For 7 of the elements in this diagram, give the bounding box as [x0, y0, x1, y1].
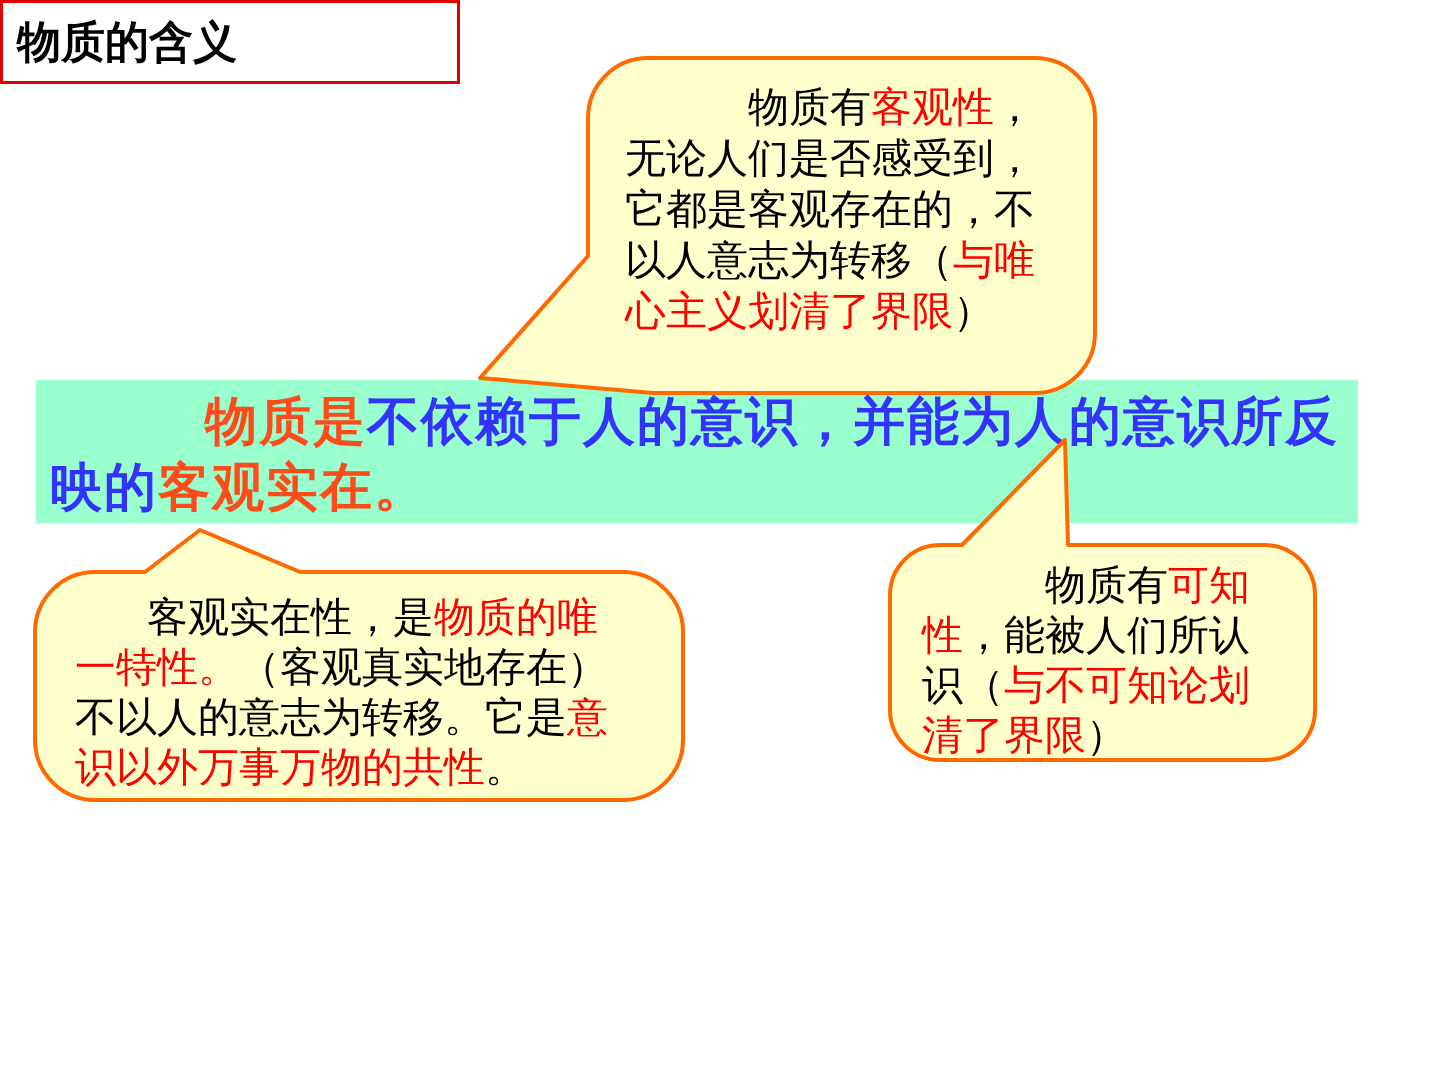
speech-bubble — [478, 56, 1097, 395]
bubble-text: 客观实在性，是物质的唯一特性。（客观真实地存在）不以人的意志为转移。它是意识以外万事万物的共性。 — [75, 593, 609, 792]
definition-text: 物质是不依赖于人的意识，并能为人的意识所反映的客观实在。 — [50, 391, 1340, 518]
speech-bubble — [33, 528, 685, 802]
bubble-text: 物质有可知性，能被人们所认识（与不可知论划清了界限） — [922, 561, 1251, 760]
bubble-text: 物质有客观性，无论人们是否感受到，它都是客观存在的，不以人意志为转移（与唯心主义划清了界限） — [625, 83, 1036, 336]
title-box: 物质的含义 — [0, 0, 460, 84]
